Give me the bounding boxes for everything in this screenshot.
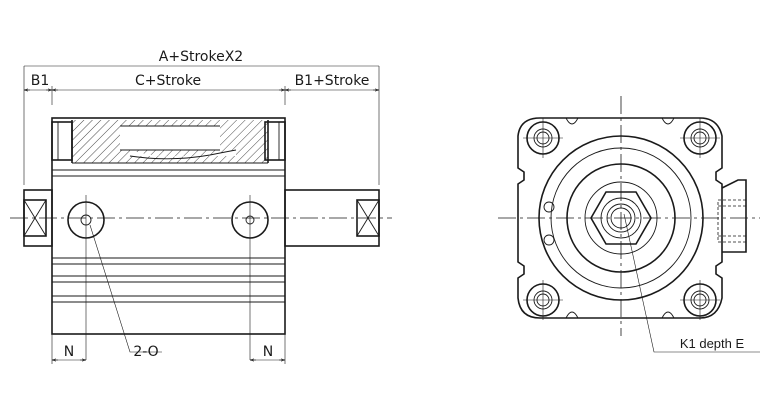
port-left: [67, 195, 105, 360]
n-right-label: N: [263, 344, 273, 360]
bolt-hole-top-left: [523, 118, 563, 158]
n-left-label: N: [64, 344, 74, 360]
thread-label: K1 depth E: [680, 336, 745, 351]
bolt-hole-top-right: [680, 118, 720, 158]
side-view: A+StrokeX2 B1 C+Stroke B1+Stroke: [10, 49, 392, 364]
dimension-segments: B1 C+Stroke B1+Stroke: [24, 73, 379, 90]
overall-length-label: A+StrokeX2: [159, 49, 243, 65]
bolt-hole-bottom-right: [680, 280, 720, 320]
port-right: [231, 195, 269, 360]
right-offset-label: B1+Stroke: [295, 73, 370, 89]
ports-label: 2-O: [133, 344, 158, 360]
body-length-label: C+Stroke: [135, 73, 201, 89]
front-port-boss: [717, 179, 747, 253]
front-view: K1 depth E: [498, 96, 760, 353]
left-offset-label: B1: [31, 73, 50, 89]
bolt-hole-bottom-left: [523, 280, 563, 320]
dimension-overall: A+StrokeX2: [24, 49, 379, 67]
dimension-n-right: N: [250, 344, 285, 360]
dimension-n-left: N: [52, 344, 86, 360]
